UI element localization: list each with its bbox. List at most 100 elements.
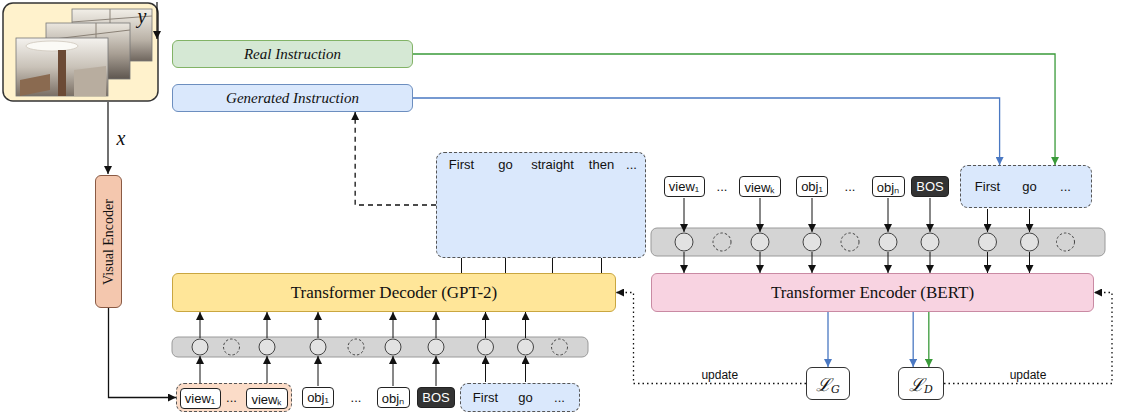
flow-arrow — [525, 356, 526, 382]
flow-arrow — [318, 312, 319, 338]
token-label: view₁ — [185, 391, 215, 406]
token-label: BOS — [916, 179, 943, 194]
flow-arrow — [760, 252, 761, 273]
connector — [413, 54, 1055, 165]
flow-arrow — [525, 312, 526, 338]
node-label: straight — [531, 157, 574, 172]
output-token-group: First go straight then... — [436, 152, 646, 258]
embedding-circle — [803, 233, 821, 251]
instruction-box: Generated Instruction — [172, 84, 413, 112]
node-label: Transformer Encoder (BERT) — [771, 283, 974, 303]
ellipsis-label: ... — [845, 179, 856, 194]
loss-box: ℒG — [806, 367, 850, 400]
node-label: Generated Instruction — [226, 90, 359, 107]
variable-label: x — [117, 127, 126, 150]
variable-label: y — [138, 5, 147, 28]
embedding-circle — [518, 339, 534, 355]
token-box: objₙ — [872, 176, 905, 197]
embedding-band — [651, 228, 1105, 256]
token-box: viewₖ — [739, 176, 781, 197]
photo-detail — [26, 41, 78, 51]
embedding-circle — [979, 233, 997, 251]
embedding-circle — [348, 339, 364, 355]
token-box: objₙ — [377, 387, 410, 408]
node-label: go — [498, 157, 512, 172]
ellipsis-label: ... — [351, 390, 362, 405]
instruction-token-group: Firstgo... — [460, 383, 580, 412]
connector — [827, 312, 828, 367]
connector — [355, 112, 436, 205]
instruction-box: Real Instruction — [172, 40, 413, 68]
flow-arrow — [684, 252, 685, 273]
node-label: go — [518, 390, 532, 405]
embedding-circle — [385, 339, 401, 355]
connector — [913, 312, 914, 367]
flow-arrow — [812, 252, 813, 273]
input-arrow — [107, 102, 108, 174]
token-label: objₙ — [877, 178, 899, 196]
connector — [928, 312, 929, 367]
flow-arrow — [436, 356, 437, 386]
node-label: Visual Encoder — [101, 199, 117, 285]
input-arrow — [156, 2, 157, 39]
ellipsis-label: ... — [717, 179, 728, 194]
node-label: ℒ — [816, 372, 831, 396]
view-token-group: ... view₁ viewₖ — [176, 383, 292, 412]
flow-arrow — [987, 252, 988, 273]
embedding-circle — [259, 339, 275, 355]
node-label: Transformer Decoder (GPT-2) — [291, 283, 497, 303]
photo-detail — [74, 66, 106, 96]
flow-arrow — [200, 312, 201, 338]
flow-arrow — [888, 198, 889, 232]
token-box: view₁ — [180, 388, 221, 409]
flow-arrow — [318, 356, 319, 386]
flow-arrow — [436, 312, 437, 338]
flow-arrow — [1029, 209, 1030, 232]
edge-label: update — [699, 368, 740, 382]
flow-arrow — [760, 198, 761, 232]
node-label: Real Instruction — [244, 46, 341, 63]
edge-label: update — [1008, 368, 1049, 382]
instruction-token-group: Firstgo... — [960, 165, 1092, 208]
photo-detail — [58, 50, 66, 96]
token-box: BOS — [417, 387, 455, 408]
flow-arrow — [393, 312, 394, 338]
embedding-circle — [310, 339, 326, 355]
token-box: view₁ — [664, 176, 705, 197]
flow-arrow — [267, 312, 268, 338]
node-label: ... — [554, 390, 565, 405]
embedding-circle — [751, 233, 769, 251]
embedding-circle — [713, 233, 731, 251]
token-box: viewₖ — [246, 388, 288, 409]
flow-arrow — [888, 252, 889, 273]
flow-arrow — [485, 356, 486, 382]
encoder-box: Transformer Encoder (BERT) — [651, 273, 1094, 312]
token-label: viewₖ — [744, 178, 775, 196]
node-label: G — [831, 383, 840, 396]
node-label: D — [924, 383, 933, 396]
token-box: obj₁ — [796, 176, 828, 197]
node-label: ℒ — [909, 372, 924, 396]
flow-arrow — [930, 198, 931, 232]
embedding-circle — [552, 339, 568, 355]
connector — [109, 308, 177, 398]
loss-box: ℒD — [898, 367, 944, 400]
embedding-circle — [478, 339, 494, 355]
flow-arrow — [930, 252, 931, 273]
node-label: ... — [626, 157, 637, 172]
token-label: BOS — [422, 390, 449, 405]
decoder-box: Transformer Decoder (GPT-2) — [172, 273, 616, 312]
node-label: First — [449, 157, 474, 172]
embedding-band — [172, 337, 588, 357]
flow-arrow — [987, 209, 988, 232]
node-label: ... — [1060, 179, 1071, 194]
token-label: objₙ — [382, 389, 404, 407]
node-label: then — [589, 157, 614, 172]
photo — [16, 38, 108, 96]
node-label: First — [975, 179, 1000, 194]
encoder-box: Visual Encoder — [95, 175, 122, 308]
flow-arrow — [485, 312, 486, 338]
token-box: BOS — [911, 176, 949, 197]
node-label: ... — [226, 390, 237, 405]
token-box: obj₁ — [302, 387, 334, 408]
